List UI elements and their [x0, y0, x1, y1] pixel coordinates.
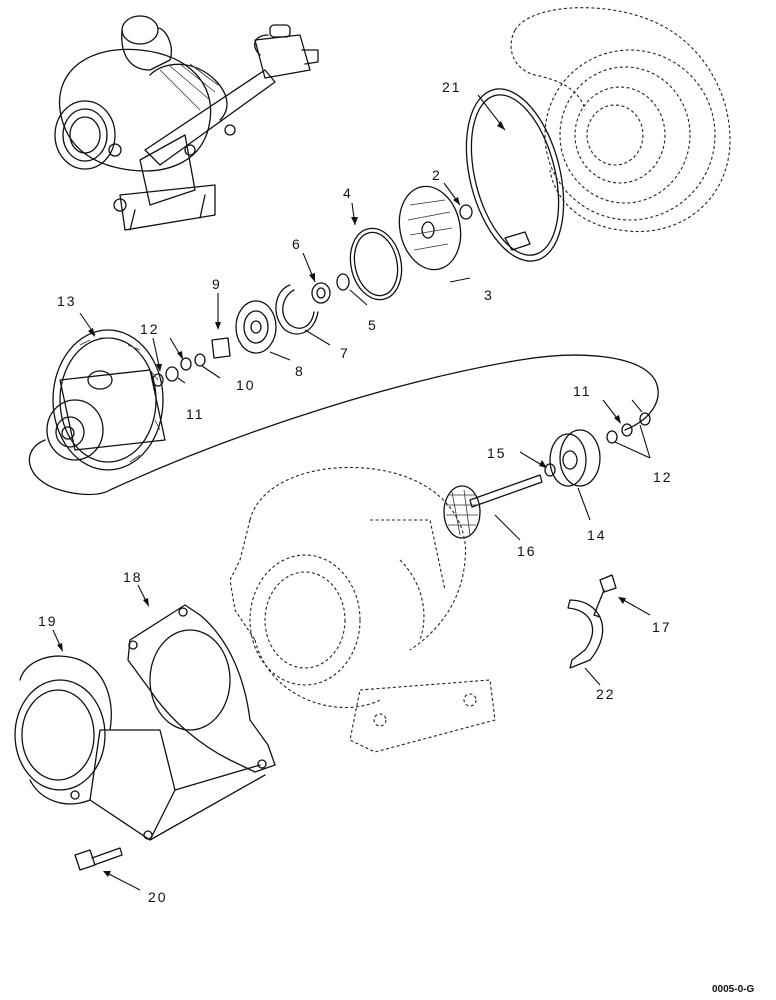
part-11-bearing-right — [621, 423, 633, 437]
callout-14: 14 — [587, 527, 607, 543]
part-14-insert-right — [549, 429, 601, 487]
part-8-insert — [235, 300, 277, 354]
part-5-seal — [336, 273, 350, 291]
part-22-clamp — [567, 599, 604, 669]
part-10-ring — [194, 353, 206, 367]
callout-22: 22 — [596, 686, 616, 702]
part-3-compressor-wheel — [398, 185, 462, 271]
callout-labels: 21 2 4 6 9 13 12 3 5 7 8 10 11 11 15 12 … — [38, 79, 673, 905]
figure-code: 0005-0-G — [712, 984, 754, 995]
part-17-bolt — [593, 574, 617, 618]
leader-lines — [52, 94, 651, 891]
part-7-retaining-ring — [275, 284, 319, 335]
part-19-turbine-outlet-elbow — [14, 655, 266, 841]
part-16-turbine-shaft — [443, 474, 543, 539]
part-6-sleeve — [311, 282, 331, 304]
callout-12-left: 12 — [140, 321, 160, 337]
callout-3: 3 — [484, 287, 494, 303]
part-15-seal-ring — [544, 463, 556, 477]
callout-15: 15 — [487, 445, 507, 461]
part-21-snap-ring — [465, 88, 565, 262]
compressor-housing-reference — [510, 7, 731, 232]
callout-21: 21 — [442, 79, 462, 95]
part-13-center-housing — [46, 329, 166, 471]
part-4-oring — [349, 227, 403, 301]
callout-5: 5 — [368, 317, 378, 333]
callout-18: 18 — [123, 569, 143, 585]
callout-10: 10 — [236, 377, 256, 393]
assembly-boundary-line — [28, 354, 659, 496]
callout-9: 9 — [212, 276, 222, 292]
callout-12-right: 12 — [653, 469, 673, 485]
part-9-thrust-bearing — [211, 337, 231, 359]
callout-13: 13 — [57, 293, 77, 309]
callout-7: 7 — [340, 345, 350, 361]
callout-2: 2 — [432, 167, 442, 183]
turbine-housing-reference — [229, 466, 496, 753]
part-12-ring-right — [606, 430, 618, 444]
part-20-bolt — [74, 847, 123, 871]
callout-17: 17 — [652, 619, 672, 635]
part-18-gasket — [127, 604, 276, 773]
turbocharger-assembly — [54, 15, 319, 231]
part-2-nut — [459, 204, 473, 220]
callout-16: 16 — [517, 543, 537, 559]
callout-20: 20 — [148, 889, 168, 905]
callout-4: 4 — [343, 185, 353, 201]
callout-8: 8 — [295, 363, 305, 379]
callout-6: 6 — [292, 236, 302, 252]
callout-19: 19 — [38, 613, 58, 629]
callout-11-left: 11 — [186, 406, 205, 422]
part-11-bearing-left — [165, 366, 179, 382]
callout-11-right: 11 — [573, 383, 592, 399]
